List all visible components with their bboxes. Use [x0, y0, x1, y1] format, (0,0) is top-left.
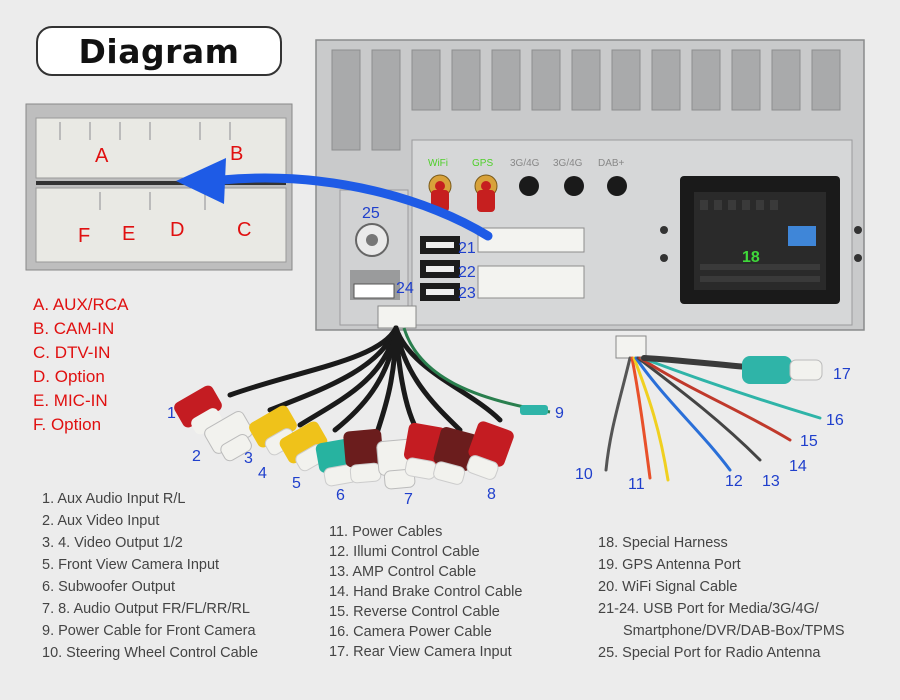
legend-item: 3. 4. Video Output 1/2: [42, 535, 183, 551]
legend-column-1: 1. Aux Audio Input R/L 2. Aux Video Inpu…: [42, 488, 258, 664]
zoom-letter: D: [170, 219, 184, 241]
legend-item: Smartphone/DVR/DAB-Box/TPMS: [623, 623, 845, 639]
zoom-letter: E: [122, 223, 135, 245]
legend-item: 2. Aux Video Input: [42, 513, 160, 529]
antenna-ports: WiFi GPS: [428, 158, 627, 212]
legend-item: 16. Camera Power Cable: [329, 624, 492, 640]
special-harness-port: [660, 176, 862, 304]
callout-number: 13: [762, 473, 780, 490]
callout-numbers: 1 2 3 4 5 6 7 8 9 10 11 12 13 14 15 16 1…: [167, 205, 851, 508]
legend-item: 25. Special Port for Radio Antenna: [598, 645, 821, 661]
key-item: B. CAM-IN: [33, 319, 115, 338]
legend-item: 7. 8. Audio Output FR/FL/RR/RL: [42, 601, 250, 617]
right-harness: [604, 335, 823, 482]
callout-number: 24: [396, 280, 414, 297]
legend-item: 6. Subwoofer Output: [42, 579, 175, 595]
callout-number: 23: [458, 285, 476, 302]
callout-number: 15: [800, 433, 818, 450]
key-item: A. AUX/RCA: [33, 295, 129, 314]
key-item: C. DTV-IN: [33, 343, 111, 362]
callout-number: 6: [336, 487, 345, 504]
legend-item: 5. Front View Camera Input: [42, 557, 220, 573]
connector-key-list: A. AUX/RCA B. CAM-IN C. DTV-IN D. Option…: [33, 293, 128, 437]
port-label: 3G/4G: [510, 158, 540, 169]
legend-item: 20. WiFi Signal Cable: [598, 579, 738, 595]
rca-plugs: [174, 385, 514, 490]
callout-number: 7: [404, 491, 413, 508]
callout-number: 25: [362, 205, 380, 222]
callout-number: 1: [167, 405, 176, 422]
connector-zoom-letters: A B F E D C: [78, 143, 251, 247]
callout-number: 8: [487, 486, 496, 503]
legend-item: 9. Power Cable for Front Camera: [42, 623, 256, 639]
key-item: D. Option: [33, 367, 105, 386]
unit-connectors: [477, 227, 585, 299]
callout-number: 5: [292, 475, 301, 492]
port-label: DAB+: [598, 158, 625, 169]
callout-number: 9: [555, 405, 564, 422]
callout-number: 2: [192, 448, 201, 465]
legend-item: 11. Power Cables: [329, 524, 443, 540]
svg-text:GPS: GPS: [472, 158, 493, 169]
zoom-letter: A: [95, 145, 109, 167]
legend-item: 14. Hand Brake Control Cable: [329, 584, 523, 600]
legend-item: 12. Illumi Control Cable: [329, 544, 480, 560]
key-item: E. MIC-IN: [33, 391, 108, 410]
port-label: 3G/4G: [553, 158, 583, 169]
connector-zoom: [25, 103, 293, 271]
left-harness: [227, 305, 551, 443]
callout-number: 17: [833, 366, 851, 383]
callout-number: 12: [725, 473, 743, 490]
callout-number: 22: [458, 264, 476, 281]
callout-number: 14: [789, 458, 807, 475]
callout-number: 21: [458, 240, 476, 257]
callout-number: 4: [258, 465, 267, 482]
blue-arrow: [176, 158, 493, 241]
legend-column-2: 11. Power Cables 12. Illumi Control Cabl…: [329, 522, 522, 662]
usb-ports: [420, 236, 460, 301]
legend-column-3: 18. Special Harness 19. GPS Antenna Port…: [598, 532, 845, 664]
callout-number: 3: [244, 450, 253, 467]
svg-text:WiFi: WiFi: [428, 158, 448, 169]
legend-item: 17. Rear View Camera Input: [329, 644, 512, 660]
legend-item: 18. Special Harness: [598, 535, 728, 551]
legend-item: 13. AMP Control Cable: [329, 564, 477, 580]
legend-item: 10. Steering Wheel Control Cable: [42, 645, 259, 661]
zoom-letter: C: [237, 219, 251, 241]
legend-item: 1. Aux Audio Input R/L: [42, 491, 186, 507]
callout-number: 16: [826, 412, 844, 429]
callout-number: 18: [742, 249, 760, 266]
port-labels: 3G/4G 3G/4G DAB+: [510, 158, 625, 169]
legend-item: 19. GPS Antenna Port: [598, 557, 741, 573]
callout-number: 10: [575, 466, 593, 483]
radio-antenna-port: [350, 223, 400, 300]
callout-number: 11: [628, 476, 645, 493]
page-title: Diagram: [78, 31, 240, 71]
zoom-letter: F: [78, 225, 90, 247]
zoom-letter: B: [230, 143, 243, 165]
legend-item: 15. Reverse Control Cable: [329, 604, 500, 620]
title-box: Diagram: [36, 26, 282, 76]
legend-item: 21-24. USB Port for Media/3G/4G/: [598, 601, 819, 617]
key-item: F. Option: [33, 415, 102, 434]
